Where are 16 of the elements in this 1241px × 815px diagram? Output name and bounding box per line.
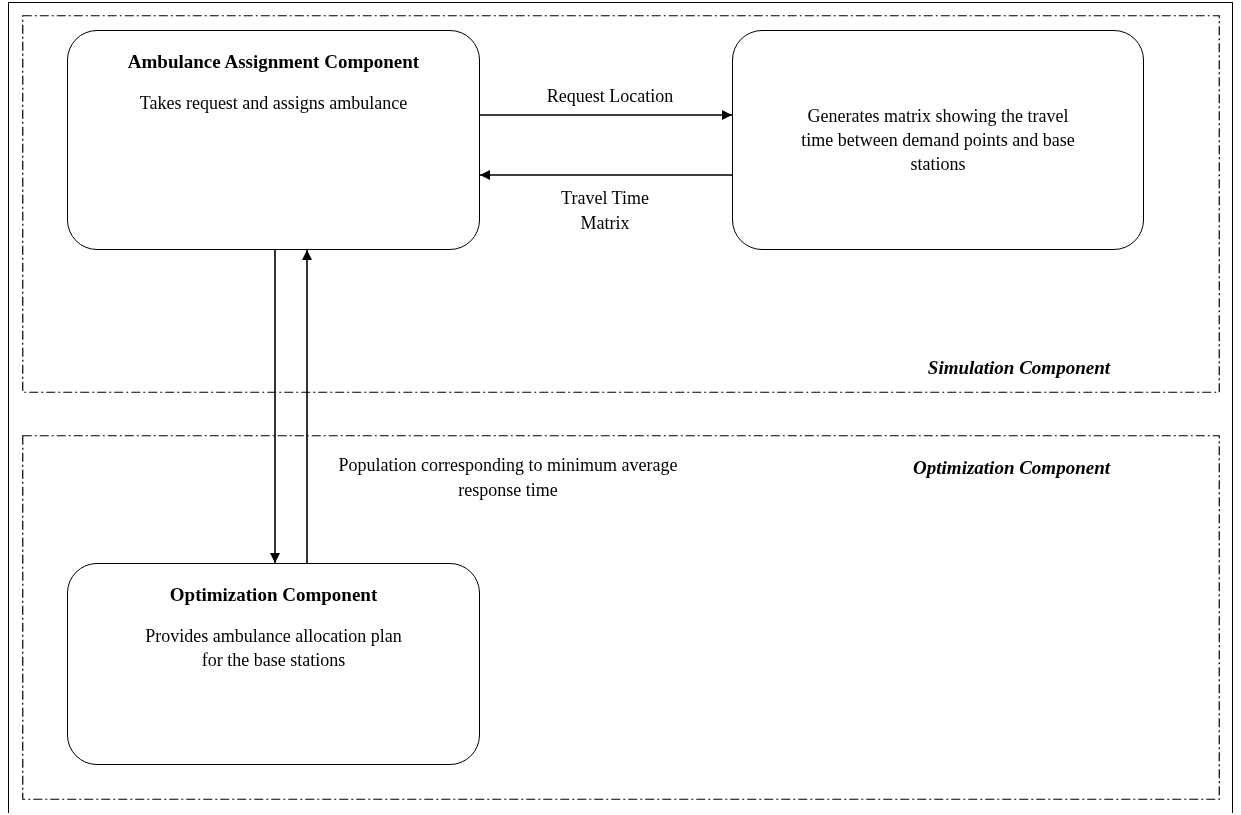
- group-title: Optimization Component: [913, 457, 1110, 479]
- box-description: Takes request and assigns ambulance: [139, 91, 408, 115]
- box-description: Generates matrix showing the travel time between demand points and base stations: [800, 104, 1076, 177]
- box-heading: Optimization Component: [169, 583, 378, 607]
- box-heading: Ambulance Assignment Component: [127, 50, 420, 74]
- arrow: [270, 249, 280, 564]
- arrow: [479, 110, 733, 120]
- group-title: Simulation Component: [927, 357, 1110, 379]
- process-box: [67, 563, 480, 765]
- process-box: [732, 30, 1144, 250]
- dash-dot-group-frame: [22, 15, 1220, 393]
- arrow: [302, 249, 312, 564]
- box-description: Provides ambulance allocation plan for the base stations: [144, 624, 403, 672]
- process-box: [67, 30, 480, 250]
- dash-dot-group-frame: [22, 435, 1220, 800]
- arrow: [479, 170, 733, 180]
